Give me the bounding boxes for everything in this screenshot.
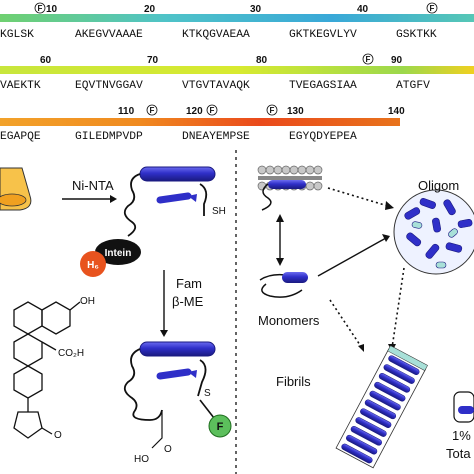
membrane-oligomer-arrow	[327, 187, 389, 207]
residue-number: 40	[357, 4, 369, 15]
hydroxyl-label: HO	[134, 454, 149, 465]
sequence-segment: GKTKEGVLYV	[289, 29, 357, 41]
sequence-segment: TVEGAGSIAA	[289, 80, 357, 92]
svg-text:F: F	[210, 106, 215, 115]
arrow-head-icon	[385, 201, 394, 210]
helix-icon	[282, 272, 308, 283]
color-bar-2	[0, 66, 474, 74]
sequence-segment: ATGFV	[396, 80, 430, 92]
arrow-head-icon	[276, 214, 284, 222]
residue-number: 110	[118, 106, 135, 117]
sequence-segment: GSKTKK	[396, 29, 437, 41]
monomers-label: Monomers	[258, 313, 320, 328]
residue-number: 90	[391, 55, 403, 66]
helix-icon	[139, 341, 216, 357]
fam-label: Fam	[176, 276, 202, 291]
fibril-icon	[335, 345, 428, 469]
fluor-marker: F	[362, 53, 374, 65]
fluor-marker: F	[206, 104, 218, 116]
residue-number: 20	[144, 4, 156, 15]
monomer-icon	[259, 272, 308, 298]
helix-icon	[156, 368, 192, 380]
residue-number: 140	[388, 106, 405, 117]
total-label: Tota	[446, 446, 471, 461]
helix-icon	[139, 166, 216, 182]
svg-text:F: F	[366, 55, 371, 64]
thiol-label: SH	[212, 206, 226, 217]
svg-text:F: F	[150, 106, 155, 115]
sequence-segment: DNEAYEMPSE	[182, 131, 250, 143]
ni-nta-label: Ni-NTA	[72, 178, 114, 193]
oxygen-label: O	[164, 444, 172, 455]
sequence-segment: EGAPQE	[0, 131, 41, 143]
sequence-segment: GILEDMPVDP	[75, 131, 143, 143]
oligomer-icon	[393, 189, 474, 275]
his-tag-label: H₆	[87, 260, 99, 271]
arrow-head-icon	[276, 258, 284, 266]
hydroxyl-label: OH	[80, 296, 95, 307]
sequence-segment: KGLSK	[0, 29, 34, 41]
aggregation-panel: Monomers Oligom	[257, 165, 474, 469]
beta-me-label: β-ME	[172, 294, 204, 309]
fluorophore-label: F	[217, 421, 224, 433]
arrow-head-icon	[358, 344, 364, 352]
sequence-row-3: 110 F 120 F 130 F 140 EGAPQE GILEDMPVDP …	[0, 104, 405, 143]
sequence-segment: EGYQDYEPEA	[289, 131, 357, 143]
residue-number: 70	[147, 55, 159, 66]
small-structure-icon	[453, 391, 474, 423]
his-tag-blob	[80, 251, 106, 277]
labeled-protein: S F HO O	[123, 341, 232, 465]
oligomers-label: Oligom	[418, 178, 459, 193]
protein-with-intein: SH Intein H₆	[80, 166, 226, 277]
fluor-marker: F	[34, 2, 46, 14]
helix-icon	[156, 192, 192, 204]
synthesis-panel: Ni-NTA SH Intein H₆ Fam β-ME S	[0, 166, 232, 465]
residue-number: 130	[287, 106, 304, 117]
residue-number: 10	[46, 4, 58, 15]
oligomer-fibril-arrow	[391, 267, 405, 349]
arrow-head-icon	[382, 234, 390, 242]
residue-number: 80	[256, 55, 268, 66]
fluorophore-icon	[208, 414, 232, 438]
fluorescein-structure	[13, 301, 81, 439]
sequence-segment: KTKQGVAEAA	[182, 29, 250, 41]
intein-blob	[95, 239, 141, 265]
fluor-marker: F	[146, 104, 158, 116]
sequence-segment: AKEGVVAAAE	[75, 29, 143, 41]
sequence-segment: VTGVTAVAQK	[182, 80, 250, 92]
carboxyl-label: CO₂H	[58, 348, 84, 359]
oxygen-label: O	[54, 430, 62, 441]
fluor-marker: F	[266, 104, 278, 116]
svg-text:F: F	[38, 4, 43, 13]
helix-icon	[268, 180, 306, 189]
sequence-row-1: F 10 20 30 40 F KGLSK AKEGVVAAAE KTKQGVA…	[0, 2, 474, 41]
membrane-icon	[257, 165, 323, 211]
percent-label: 1%	[452, 428, 471, 443]
svg-text:F: F	[270, 106, 275, 115]
fibrils-label: Fibrils	[276, 374, 311, 389]
flask-icon	[0, 167, 32, 211]
color-bar-1	[0, 14, 474, 22]
residue-number: 120	[186, 106, 203, 117]
monomer-fibril-arrow	[329, 299, 363, 349]
sequence-row-2: 60 70 80 F 90 VAEKTK EQVTNVGGAV VTGVTAVA…	[0, 53, 474, 92]
monomer-oligomer-arrow	[317, 237, 387, 277]
arrow-head-icon	[110, 195, 117, 203]
residue-number: 30	[250, 4, 262, 15]
residue-number: 60	[40, 55, 52, 66]
sulfur-label: S	[204, 388, 211, 399]
fluor-marker: F	[426, 2, 438, 14]
sequence-segment: VAEKTK	[0, 80, 41, 92]
intein-label: Intein	[105, 248, 132, 259]
arrow-head-icon	[160, 330, 168, 337]
svg-text:F: F	[430, 4, 435, 13]
sequence-segment: EQVTNVGGAV	[75, 80, 143, 92]
color-bar-3	[0, 118, 400, 126]
